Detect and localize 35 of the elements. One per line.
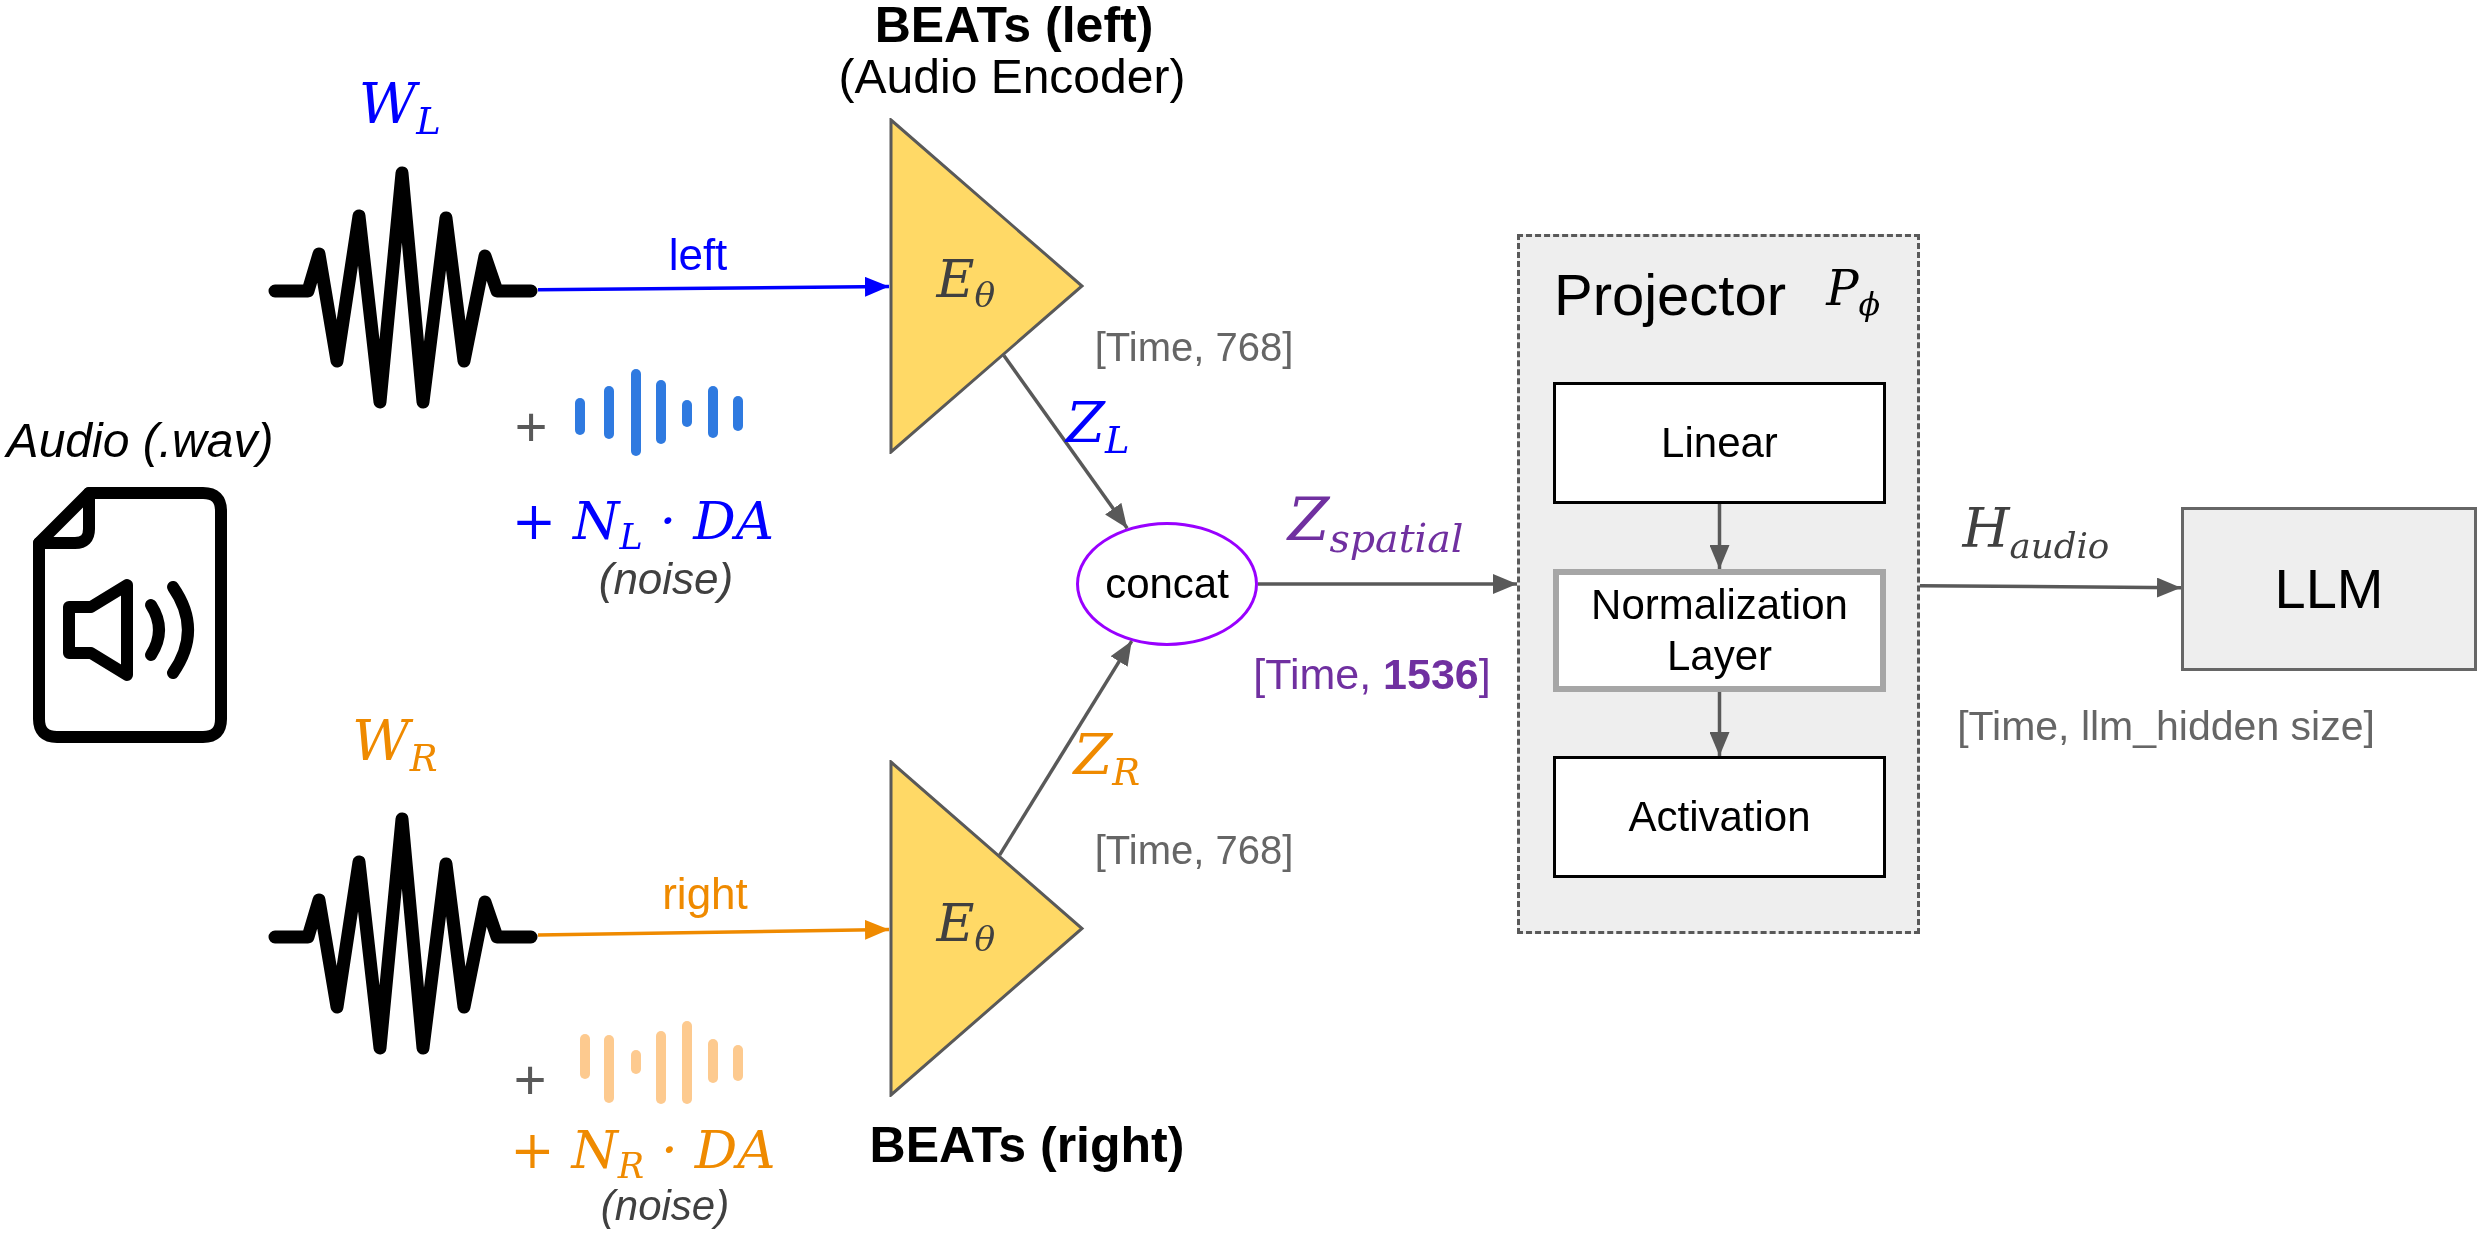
operation-ellipse: concat: [1076, 522, 1258, 646]
panel-symbol: P$_{ϕ}$: [1824, 259, 1881, 323]
tensor-shape-label: [Time, 768]: [1094, 827, 1294, 873]
encoder-title: BEATs (right): [869, 1117, 1185, 1175]
panel-title: Projector: [1553, 261, 1787, 329]
layer-box: Normalization Layer: [1553, 569, 1886, 692]
edge-label: right: [662, 868, 748, 920]
plus-sign: +: [514, 394, 548, 460]
arrow: [1709, 692, 1730, 756]
encoder-symbol: E$_{θ}$: [934, 891, 997, 960]
edge-label: H$_{audio}$: [1960, 496, 2111, 567]
tensor-shape-label: [Time, llm_hidden size]: [1957, 703, 2375, 751]
edge-label: Z$_{spatial}$: [1285, 483, 1465, 561]
plus-sign: +: [513, 1047, 547, 1113]
arrow: [1002, 354, 1129, 530]
tensor-shape-label: [Time, 1536]: [1253, 650, 1491, 700]
arrow: [538, 276, 889, 297]
arrow: [1920, 577, 2181, 598]
arrow: [998, 640, 1134, 856]
layer-box: Activation: [1553, 756, 1886, 878]
edge-label: left: [668, 229, 728, 281]
edge-label: Z$_{R}$: [1071, 720, 1142, 795]
encoder-title: BEATs (left): [874, 0, 1154, 55]
projector-panel: [1517, 234, 1920, 934]
layer-box: Linear: [1553, 382, 1886, 504]
signal-symbol: W$_{L}$: [357, 69, 442, 144]
edge-label: Z$_{L}$: [1063, 388, 1131, 463]
arrow: [1709, 504, 1730, 569]
arrow: [537, 919, 890, 940]
model-box: LLM: [2181, 507, 2477, 671]
arrow: [1258, 574, 1517, 594]
tensor-shape-label: [Time, 768]: [1094, 324, 1294, 370]
encoder-symbol: E$_{θ}$: [934, 247, 997, 316]
signal-symbol: W$_{R}$: [351, 706, 439, 781]
file-caption: Audio (.wav): [3, 413, 275, 469]
